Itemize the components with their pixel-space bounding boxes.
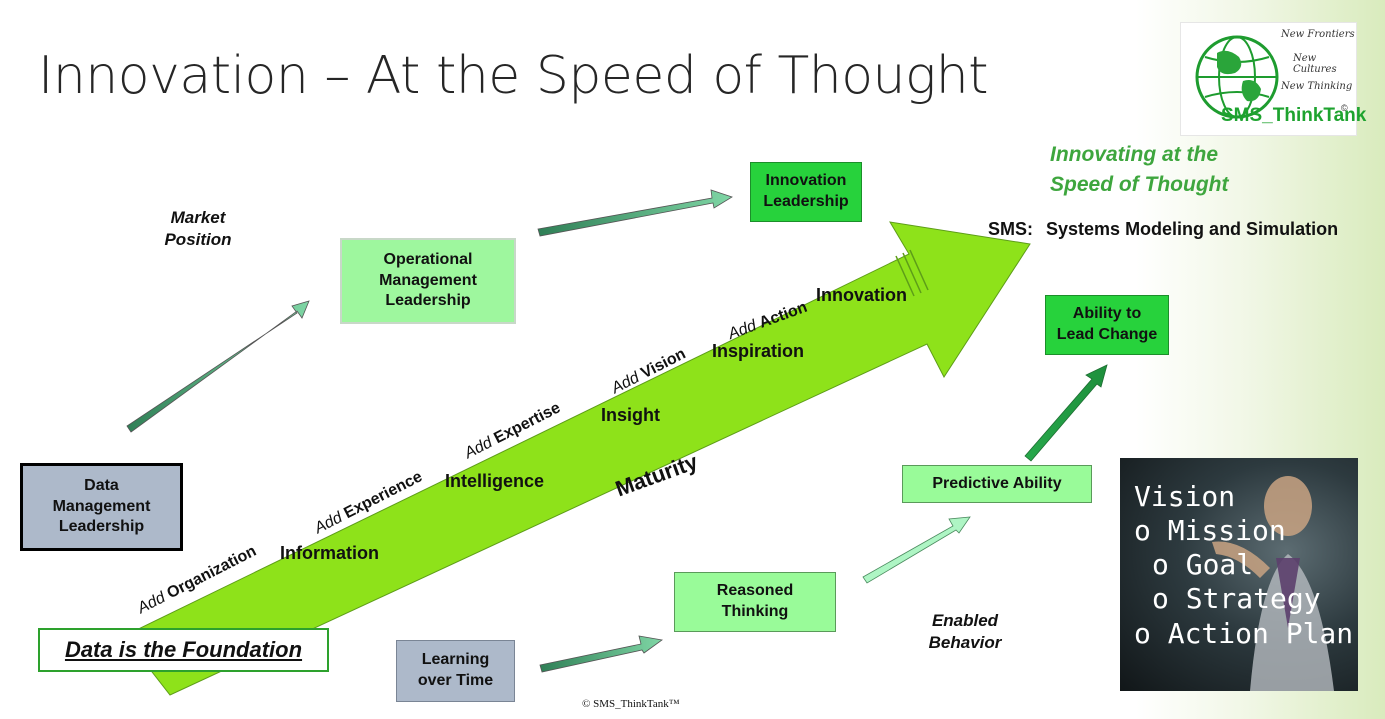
predictive-to-lead-change-arrow bbox=[1024, 364, 1108, 462]
stage-intelligence: Intelligence bbox=[445, 471, 545, 491]
innovation-leadership-arrow bbox=[537, 189, 733, 237]
goal-item: o Goal bbox=[1152, 548, 1254, 582]
market-position-arrow bbox=[126, 300, 310, 433]
market-position-label: Market Position bbox=[164, 208, 232, 250]
predictive-ability-label: Predictive Ability bbox=[932, 474, 1062, 492]
sms-text: Systems Modeling and Simulation bbox=[1046, 219, 1339, 239]
action-plan-item: o Action Plan bbox=[1134, 616, 1354, 650]
learning-to-reasoned-arrow bbox=[539, 635, 664, 673]
predictive-ability-box: Predictive Ability bbox=[902, 465, 1092, 503]
businessman-figure-icon bbox=[1212, 476, 1334, 691]
reasoned-to-predictive-arrow bbox=[862, 516, 971, 584]
globe-icon bbox=[1195, 35, 1279, 119]
stage-insight: Insight bbox=[601, 405, 660, 425]
mission-item: o Mission bbox=[1134, 514, 1286, 548]
stage-information: Information bbox=[280, 543, 379, 563]
innovation-leadership-box: Innovation Leadership bbox=[750, 162, 862, 222]
foundation-box: Data is the Foundation bbox=[38, 628, 329, 672]
foundation-label: Data is the Foundation bbox=[64, 637, 303, 662]
stage-innovation: Innovation bbox=[816, 285, 907, 305]
stage-inspiration: Inspiration bbox=[712, 341, 805, 361]
strategy-item: o Strategy bbox=[1152, 582, 1321, 616]
page-title: Innovation – At the Speed of Thought bbox=[38, 46, 989, 106]
data-management-box: Data Management Leadership bbox=[20, 463, 183, 551]
logo-name: SMS_ThinkTank bbox=[1221, 105, 1367, 126]
lead-change-box: Ability to Lead Change bbox=[1045, 295, 1169, 355]
sms-definition: SMS: Systems Modeling and Simulation bbox=[988, 219, 1338, 240]
learning-over-time-label: Learning over Time bbox=[417, 651, 494, 689]
vision-item: Vision bbox=[1134, 480, 1236, 513]
vision-list: Vision o Mission o Goal o Strategy o Act… bbox=[1134, 480, 1353, 651]
sms-prefix: SMS: bbox=[988, 219, 1033, 239]
logo-copyright-mark: © bbox=[1341, 103, 1348, 113]
lead-change-label: Ability to Lead Change bbox=[1056, 305, 1158, 343]
reasoned-thinking-label: Reasoned Thinking bbox=[716, 582, 794, 620]
operational-management-box: Operational Management Leadership bbox=[340, 238, 516, 324]
learning-over-time-box: Learning over Time bbox=[396, 640, 515, 702]
innovating-headline: Innovating at the Speed of Thought bbox=[1050, 143, 1229, 197]
logo-tagline-3: New Thinking bbox=[1281, 81, 1353, 92]
vision-plan-photo: Vision o Mission o Goal o Strategy o Act… bbox=[1120, 458, 1358, 691]
operational-management-label: Operational Management Leadership bbox=[379, 250, 477, 310]
enabled-behavior-label: Enabled Behavior bbox=[928, 611, 1002, 653]
sms-thinktank-logo: New Frontiers New Cultures New Thinking … bbox=[1180, 22, 1366, 136]
logo-tagline-1: New Frontiers bbox=[1281, 29, 1355, 40]
innovation-leadership-label: Innovation Leadership bbox=[763, 172, 849, 210]
reasoned-thinking-box: Reasoned Thinking bbox=[674, 572, 836, 632]
copyright: © SMS_ThinkTank™ bbox=[582, 698, 680, 710]
logo-tagline-2: New Cultures bbox=[1293, 53, 1337, 75]
data-management-label: Data Management Leadership bbox=[52, 476, 151, 536]
